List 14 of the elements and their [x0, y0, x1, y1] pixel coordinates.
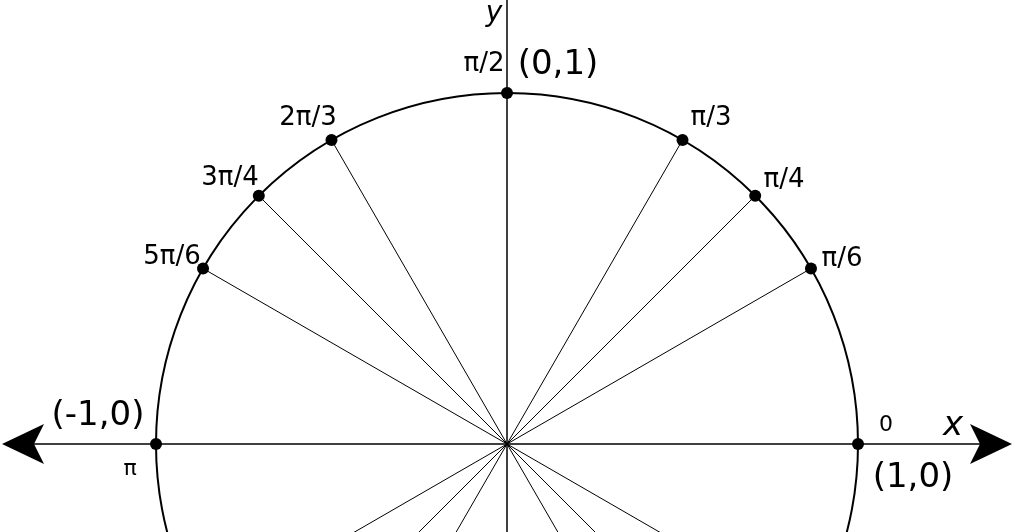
- angle-label: π/3: [690, 103, 732, 129]
- coordinate-label: (0,1): [517, 45, 599, 79]
- angle-label: π/4: [763, 165, 805, 191]
- coordinate-label: (-1,0): [51, 396, 145, 430]
- axis-label: y: [485, 0, 503, 26]
- coordinate-label: (1,0): [872, 458, 954, 492]
- angle-label: 5π/6: [143, 242, 201, 268]
- angle-label: 2π/3: [279, 103, 337, 129]
- angle-label: 0: [879, 413, 893, 435]
- angle-label: π/6: [821, 244, 863, 270]
- angle-label: π: [123, 457, 137, 479]
- angle-label: π/2: [463, 49, 505, 75]
- axis-label: x: [942, 406, 964, 440]
- angle-label: 3π/4: [201, 163, 259, 189]
